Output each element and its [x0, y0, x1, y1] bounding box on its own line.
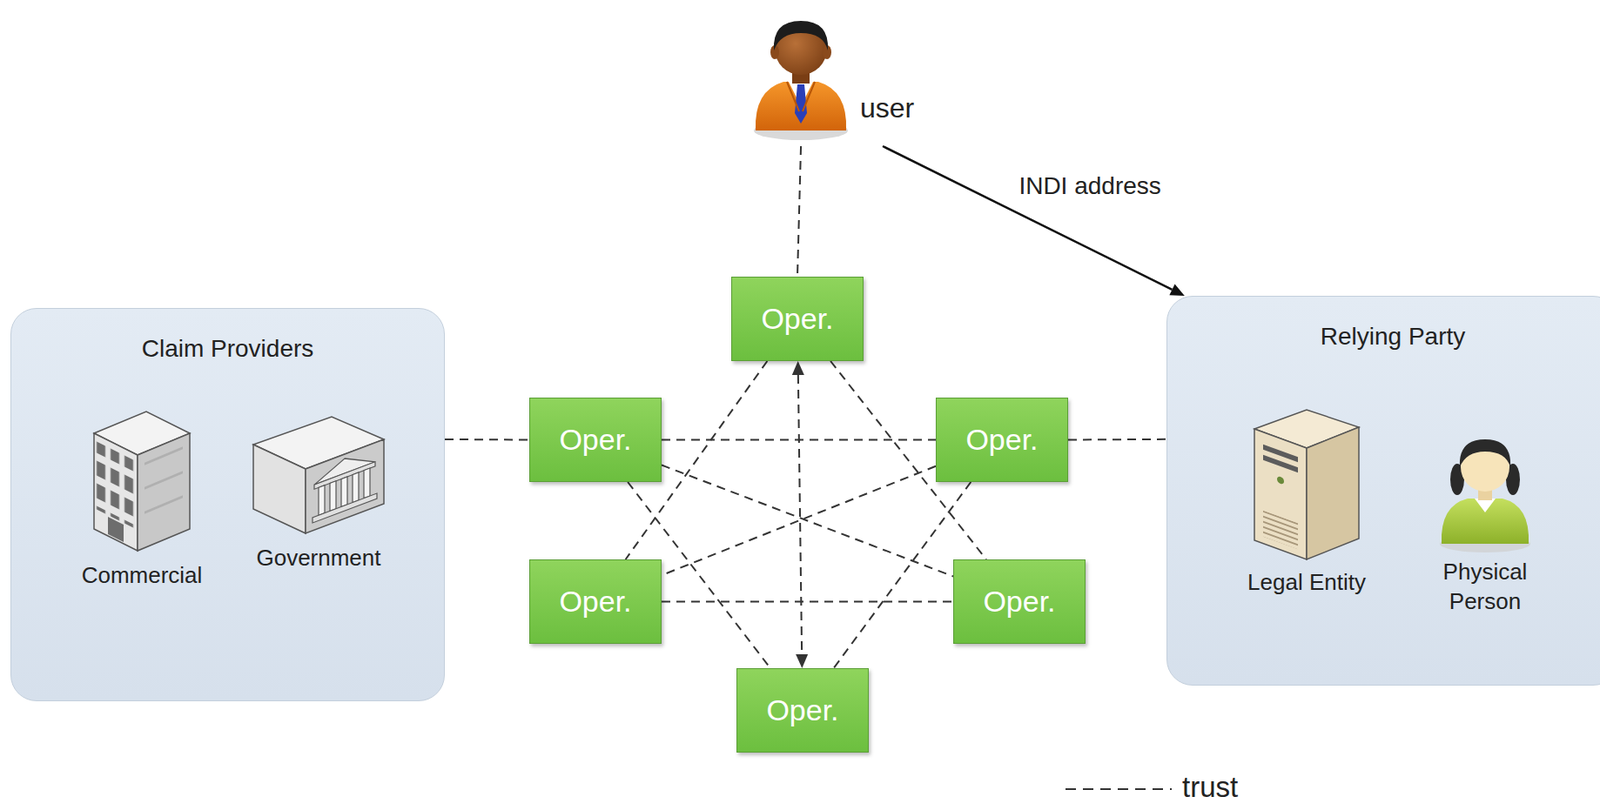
entity-label: Government	[240, 544, 397, 574]
group-panel: Claim Providers Commercial	[10, 308, 445, 702]
connector-line	[444, 438, 530, 442]
arrowhead	[795, 654, 808, 669]
entity-label: Physical Person	[1427, 557, 1543, 618]
trust-connector	[661, 601, 954, 603]
government-building-icon	[244, 410, 393, 541]
operator-box: Oper.	[731, 276, 864, 362]
connector-line	[661, 465, 954, 578]
connector-line	[882, 146, 1172, 290]
operator-box: Oper.	[935, 397, 1069, 483]
icon-entity: Physical Person	[1411, 416, 1560, 618]
connector-line	[798, 375, 802, 655]
connector-line	[797, 146, 801, 277]
arrow-connector	[882, 146, 1185, 296]
operator-label: Oper.	[965, 423, 1038, 458]
person-icon	[1432, 416, 1538, 555]
group-panel: Relying Party Legal Entity Physical Pers…	[1166, 295, 1600, 686]
icon-entity: Legal Entity	[1228, 403, 1385, 599]
legend-line-sample	[1063, 779, 1174, 797]
connector-line	[661, 601, 954, 604]
icon-entity: Commercial	[63, 403, 221, 592]
user-actor: user	[748, 6, 941, 147]
trust-connector	[661, 465, 954, 578]
operator-box: Oper.	[529, 397, 662, 483]
office-building-icon	[85, 403, 199, 558]
trust-connector	[833, 482, 972, 669]
trust-connector	[797, 146, 801, 277]
trust-connector	[661, 439, 936, 441]
connector-line	[661, 439, 936, 442]
icon-entity: Government	[240, 410, 397, 574]
operator-box: Oper.	[736, 668, 869, 753]
trust-connector	[1068, 438, 1167, 441]
operator-label: Oper.	[982, 584, 1056, 619]
operator-label: Oper.	[760, 302, 834, 337]
trust-connector	[444, 438, 530, 441]
arrowhead	[792, 361, 805, 376]
legend: trust	[1063, 771, 1238, 805]
operator-label: Oper.	[558, 423, 632, 458]
entity-label: Legal Entity	[1228, 568, 1385, 599]
server-tower-icon	[1245, 403, 1368, 565]
trust-connector	[792, 361, 808, 669]
entity-label: Commercial	[63, 561, 221, 592]
operator-label: Oper.	[558, 584, 632, 619]
trust-connector	[661, 466, 936, 576]
actor-label: user	[860, 92, 915, 125]
connector-line	[661, 466, 936, 576]
panel-title: Relying Party	[1167, 322, 1600, 351]
panel-title: Claim Providers	[11, 335, 444, 364]
connector-line	[1068, 438, 1167, 442]
connector-line	[833, 482, 972, 669]
operator-box: Oper.	[953, 559, 1086, 645]
user-icon	[748, 6, 854, 142]
edge-label: INDI address	[1015, 172, 1164, 201]
operator-box: Oper.	[529, 559, 662, 645]
operator-label: Oper.	[766, 693, 839, 728]
legend-label: trust	[1182, 771, 1238, 805]
